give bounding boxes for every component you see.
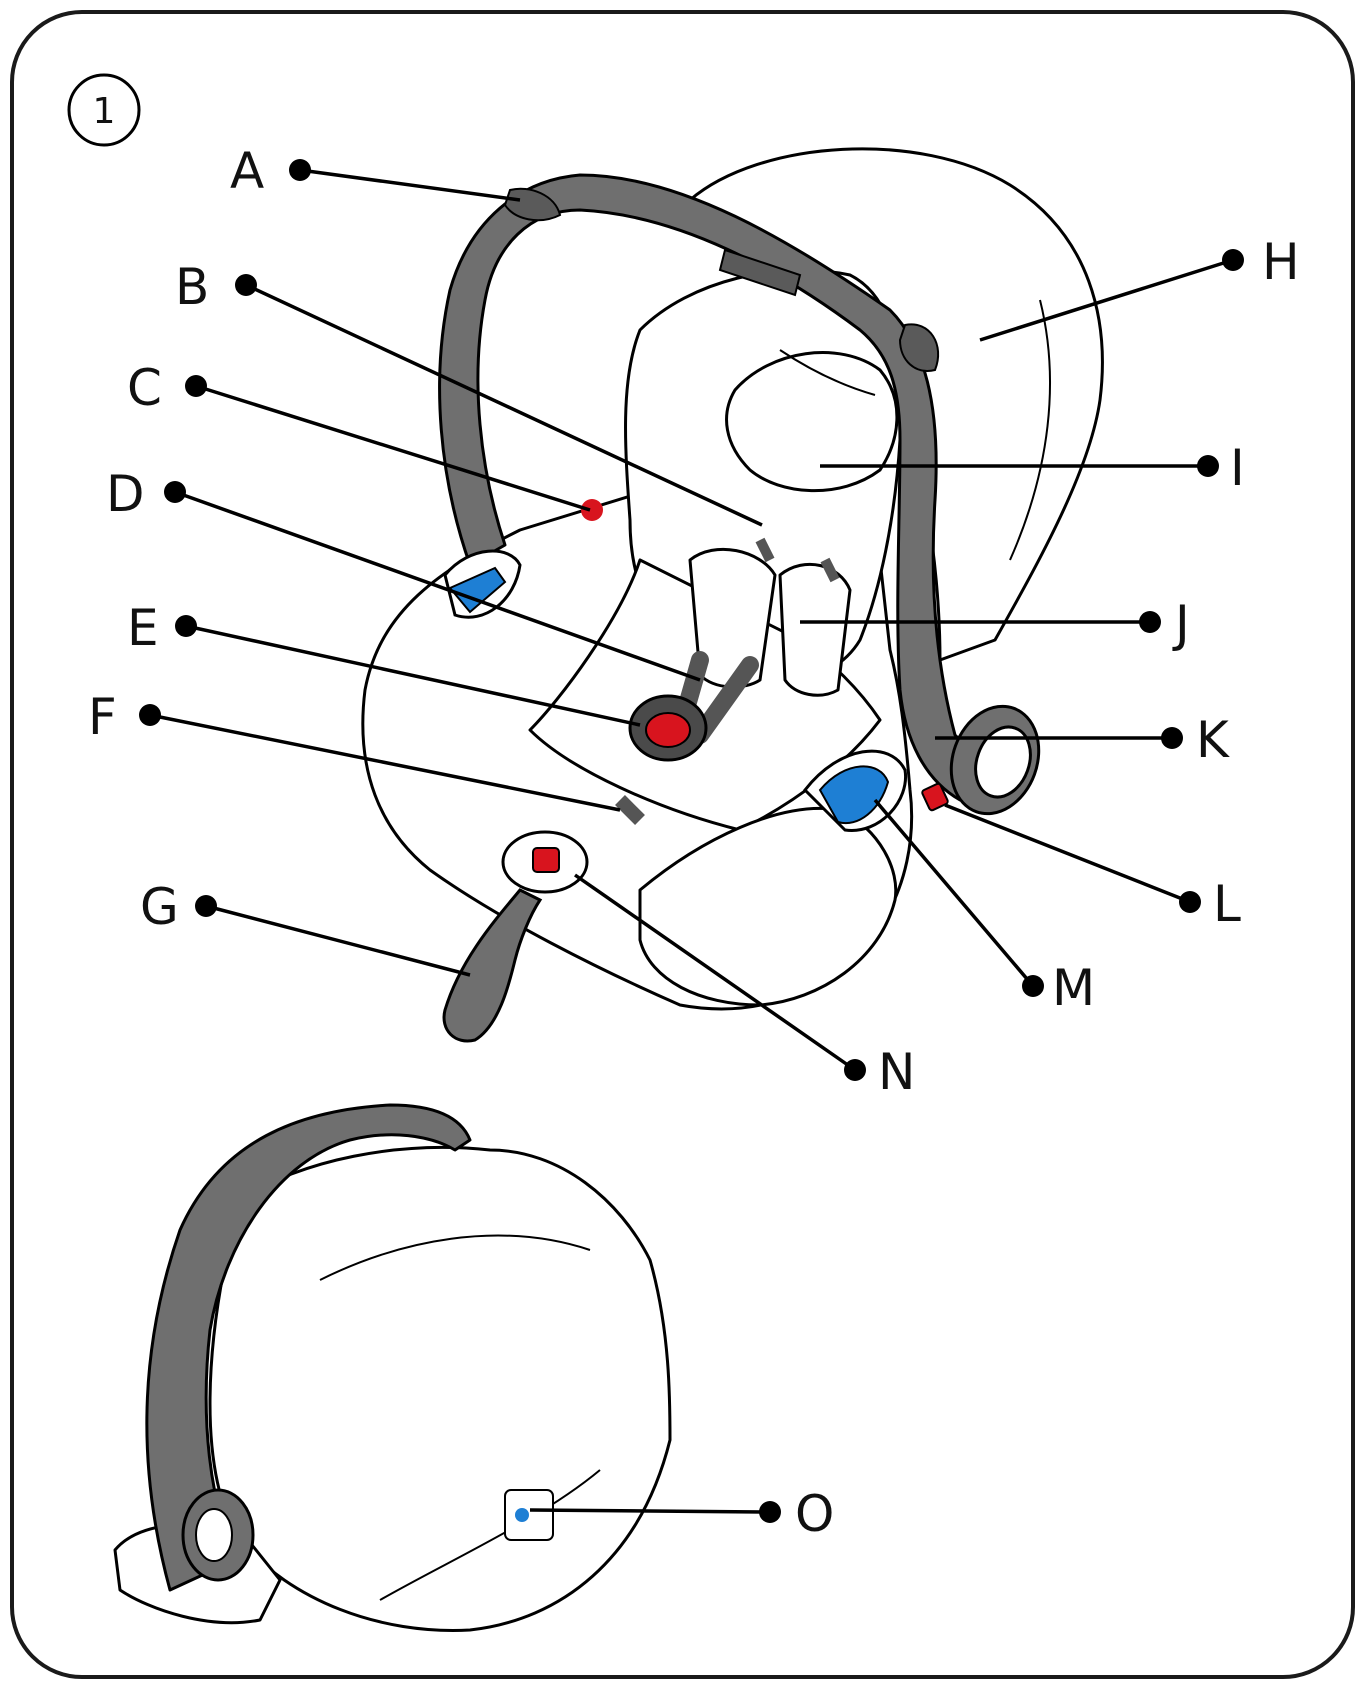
label-b: B <box>175 258 209 316</box>
callout-dot-b <box>235 274 257 296</box>
label-j: J <box>1172 595 1190 653</box>
belt-guide-red <box>921 782 949 812</box>
callouts <box>139 159 1244 1523</box>
indicator-dot-red <box>581 499 603 521</box>
label-l: L <box>1213 875 1241 933</box>
strap-slot-right <box>820 557 840 583</box>
harness-strap-right <box>691 656 759 744</box>
crotch-strap <box>615 795 645 825</box>
callout-dot-e <box>175 615 197 637</box>
callout-dot-h <box>1222 249 1244 271</box>
callout-dot-g <box>195 895 217 917</box>
label-a: A <box>230 142 264 200</box>
covered-pivot-hub <box>181 1488 255 1582</box>
callout-dot-l <box>1179 891 1201 913</box>
callout-labels: A B C D E F G H I J K L M N O <box>88 142 1300 1543</box>
shoulder-pad-right <box>778 562 852 697</box>
handle-release-button-left <box>443 549 522 619</box>
harness-adjuster-button <box>501 830 589 894</box>
label-k: K <box>1196 711 1230 769</box>
callout-dot-k <box>1161 727 1183 749</box>
shoulder-pad-left <box>688 547 777 689</box>
label-h: H <box>1262 233 1300 291</box>
strap-slot-left <box>755 537 775 563</box>
harness-buckle <box>628 694 708 762</box>
label-i: I <box>1230 439 1245 497</box>
label-d: D <box>106 465 145 523</box>
callout-dot-d <box>164 481 186 503</box>
handle-grip <box>718 248 802 297</box>
belt-indicator-o <box>504 1489 554 1541</box>
covered-canopy <box>208 1145 672 1632</box>
carry-handle <box>438 173 992 802</box>
label-o: O <box>795 1485 834 1543</box>
label-f: F <box>88 688 117 746</box>
callout-dot-c <box>185 375 207 397</box>
label-n: N <box>878 1043 915 1101</box>
seat-pad <box>528 558 882 832</box>
callout-dot-m <box>1022 975 1044 997</box>
handle-joint-h <box>898 323 940 372</box>
car-seat-main <box>361 147 1104 1043</box>
handle-release-button-right <box>803 749 908 832</box>
handle-pivot-hub <box>949 704 1041 816</box>
leg-pad <box>638 807 898 1007</box>
callout-dot-i <box>1197 455 1219 477</box>
label-e: E <box>127 599 159 657</box>
step-number-badge: 1 <box>67 73 141 147</box>
label-c: C <box>127 359 162 417</box>
handle-joint-a <box>503 187 562 222</box>
label-g: G <box>140 878 179 936</box>
adjuster-strap <box>442 888 543 1043</box>
covered-handle <box>145 1103 472 1592</box>
callout-dot-n <box>844 1059 866 1081</box>
callout-dot-a <box>289 159 311 181</box>
callout-dot-o <box>759 1501 781 1523</box>
headrest <box>725 351 899 493</box>
step-number: 1 <box>93 91 116 132</box>
label-m: M <box>1052 959 1095 1017</box>
callout-dot-f <box>139 704 161 726</box>
callout-dot-j <box>1139 611 1161 633</box>
